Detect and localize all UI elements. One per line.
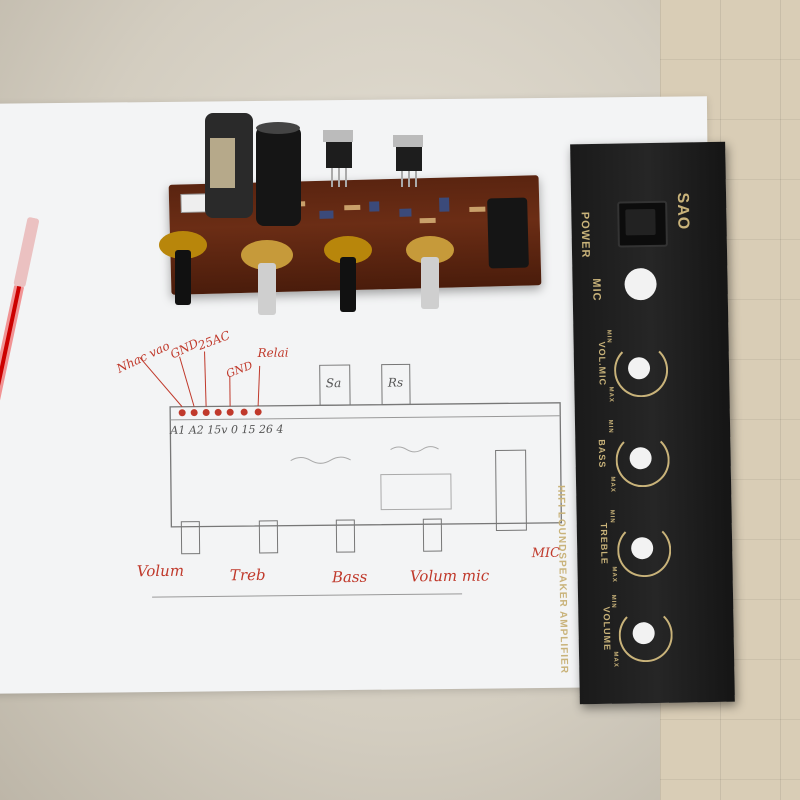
sketch-pots bbox=[180, 518, 443, 555]
sketch-box-label-sa: Sa bbox=[325, 376, 342, 391]
sketch-base-line bbox=[152, 593, 463, 598]
panel-label-vol-mic: VOL.MIC bbox=[596, 341, 608, 387]
pot-3 bbox=[324, 236, 372, 312]
sketch-box-sa bbox=[319, 364, 351, 406]
sketch-box-rs bbox=[381, 363, 411, 406]
pot-4 bbox=[406, 236, 454, 309]
panel-max-1: MAX bbox=[607, 386, 614, 403]
power-switch[interactable] bbox=[617, 200, 668, 248]
sketch-label-volum: Volum bbox=[136, 561, 185, 581]
sketch-mic-box bbox=[495, 449, 527, 531]
sketch-drawing bbox=[139, 351, 563, 598]
panel-max-4: MAX bbox=[612, 651, 619, 668]
schematic-paper: Nhac vao GND 25AC GND Relai A1 A2 15v 0 … bbox=[0, 96, 714, 694]
pcb-small-parts bbox=[319, 197, 450, 219]
potentiometers bbox=[159, 231, 454, 315]
panel-max-2: MAX bbox=[609, 476, 616, 493]
pcb-mic-jack bbox=[487, 197, 529, 269]
panel-brand: SAO bbox=[673, 192, 692, 231]
panel-mic-label: MIC bbox=[590, 278, 603, 302]
panel-min-1: MIN bbox=[605, 329, 612, 344]
mic-jack-hole[interactable] bbox=[624, 267, 657, 301]
panel-min-4: MIN bbox=[609, 594, 617, 609]
red-pen bbox=[0, 217, 40, 542]
sketch-leader-lines bbox=[139, 351, 261, 408]
pcb-resistors bbox=[289, 201, 486, 224]
panel-label-volume: VOLUME bbox=[601, 606, 613, 652]
panel-max-3: MAX bbox=[610, 566, 617, 583]
voltage-regulators bbox=[323, 130, 423, 187]
sketch-board-line bbox=[170, 415, 561, 421]
panel-label-bass: BASS bbox=[596, 439, 608, 469]
front-panel: SAO POWER MIC HIFI LOUNDSPEAKER AMPLIFIE… bbox=[555, 141, 735, 705]
sketch-label-volum-mic: Volum mic bbox=[409, 566, 490, 586]
panel-power-label: POWER bbox=[578, 211, 592, 259]
sketch-pin-labels: A1 A2 15v 0 15 26 4 bbox=[170, 422, 284, 437]
panel-min-2: MIN bbox=[606, 419, 614, 434]
capacitors bbox=[205, 113, 301, 226]
panel-min-3: MIN bbox=[608, 509, 615, 524]
sketch-label-treb: Treb bbox=[229, 565, 266, 585]
sketch-pin-dots bbox=[178, 408, 262, 417]
sketch-box-label-rs: Rs bbox=[387, 375, 404, 390]
pot-1 bbox=[159, 231, 207, 305]
sketch-scribbles bbox=[290, 446, 452, 511]
sketch-board-outline bbox=[169, 402, 563, 528]
sketch-label-relai: Relai bbox=[257, 345, 289, 360]
sketch-label-bass: Bass bbox=[331, 567, 368, 587]
panel-label-treble: TREBLE bbox=[598, 522, 610, 565]
pot-2 bbox=[241, 240, 293, 315]
